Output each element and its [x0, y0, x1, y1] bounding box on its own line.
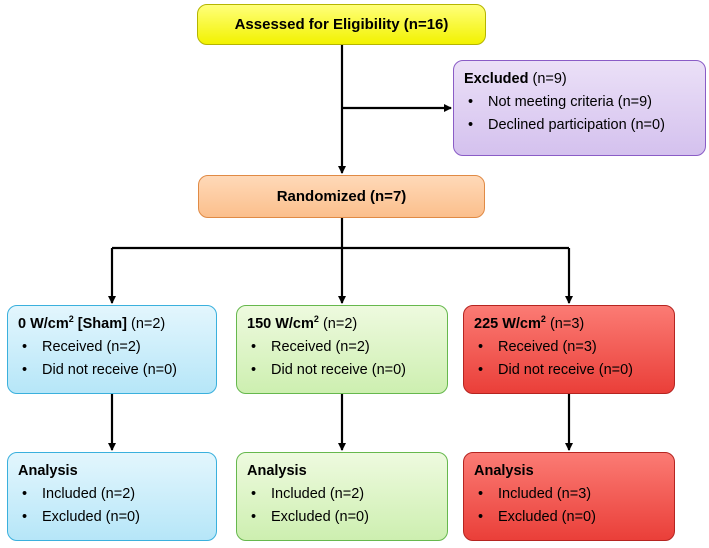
group-header: 150 W/cm2 (n=2) — [247, 313, 437, 336]
analysis-list: Included (n=3) Excluded (n=0) — [474, 483, 664, 529]
excluded-item: Not meeting criteria (n=9) — [464, 91, 695, 114]
eligibility-box: Assessed for Eligibility (n=16) — [197, 4, 486, 45]
group-header: 225 W/cm2 (n=3) — [474, 313, 664, 336]
excluded-count: (n=9) — [532, 71, 567, 87]
group-count: (n=2) — [322, 316, 358, 332]
analysis-item: Included (n=2) — [247, 483, 437, 506]
group-box-sham: 0 W/cm2 [Sham] (n=2) Received (n=2) Did … — [7, 305, 217, 394]
group-list: Received (n=2) Did not receive (n=0) — [247, 336, 437, 382]
group-item: Received (n=3) — [474, 336, 664, 359]
group-item: Did not receive (n=0) — [474, 359, 664, 382]
eligibility-title: Assessed for Eligibility (n=16) — [234, 16, 449, 33]
group-item: Received (n=2) — [247, 336, 437, 359]
group-dose-exponent: 2 — [540, 314, 546, 324]
analysis-title: Analysis — [247, 463, 307, 479]
analysis-item: Excluded (n=0) — [18, 506, 206, 529]
group-list: Received (n=3) Did not receive (n=0) — [474, 336, 664, 382]
group-box-225: 225 W/cm2 (n=3) Received (n=3) Did not r… — [463, 305, 675, 394]
group-count: (n=3) — [549, 316, 585, 332]
analysis-box-225: Analysis Included (n=3) Excluded (n=0) — [463, 452, 675, 541]
analysis-item: Included (n=2) — [18, 483, 206, 506]
analysis-title: Analysis — [474, 463, 534, 479]
randomized-box: Randomized (n=7) — [198, 175, 485, 218]
analysis-list: Included (n=2) Excluded (n=0) — [247, 483, 437, 529]
analysis-title: Analysis — [18, 463, 78, 479]
group-dose: 0 W/cm — [18, 316, 69, 332]
group-dose: 225 W/cm — [474, 316, 541, 332]
group-dose: 150 W/cm — [247, 316, 314, 332]
group-item: Did not receive (n=0) — [247, 359, 437, 382]
excluded-list: Not meeting criteria (n=9) Declined part… — [464, 91, 695, 137]
analysis-box-sham: Analysis Included (n=2) Excluded (n=0) — [7, 452, 217, 541]
excluded-item: Declined participation (n=0) — [464, 114, 695, 137]
group-count: (n=2) — [130, 316, 166, 332]
group-suffix: [Sham] — [73, 316, 127, 332]
analysis-item: Excluded (n=0) — [247, 506, 437, 529]
excluded-header: Excluded (n=9) — [464, 68, 695, 91]
group-item: Did not receive (n=0) — [18, 359, 206, 382]
analysis-list: Included (n=2) Excluded (n=0) — [18, 483, 206, 529]
randomized-title: Randomized (n=7) — [276, 188, 407, 205]
excluded-box: Excluded (n=9) Not meeting criteria (n=9… — [453, 60, 706, 156]
group-header: 0 W/cm2 [Sham] (n=2) — [18, 313, 206, 336]
group-box-150: 150 W/cm2 (n=2) Received (n=2) Did not r… — [236, 305, 448, 394]
group-dose-exponent: 2 — [68, 314, 74, 324]
analysis-item: Excluded (n=0) — [474, 506, 664, 529]
analysis-box-150: Analysis Included (n=2) Excluded (n=0) — [236, 452, 448, 541]
group-list: Received (n=2) Did not receive (n=0) — [18, 336, 206, 382]
analysis-item: Included (n=3) — [474, 483, 664, 506]
excluded-title: Excluded — [464, 71, 529, 87]
group-item: Received (n=2) — [18, 336, 206, 359]
group-dose-exponent: 2 — [313, 314, 319, 324]
